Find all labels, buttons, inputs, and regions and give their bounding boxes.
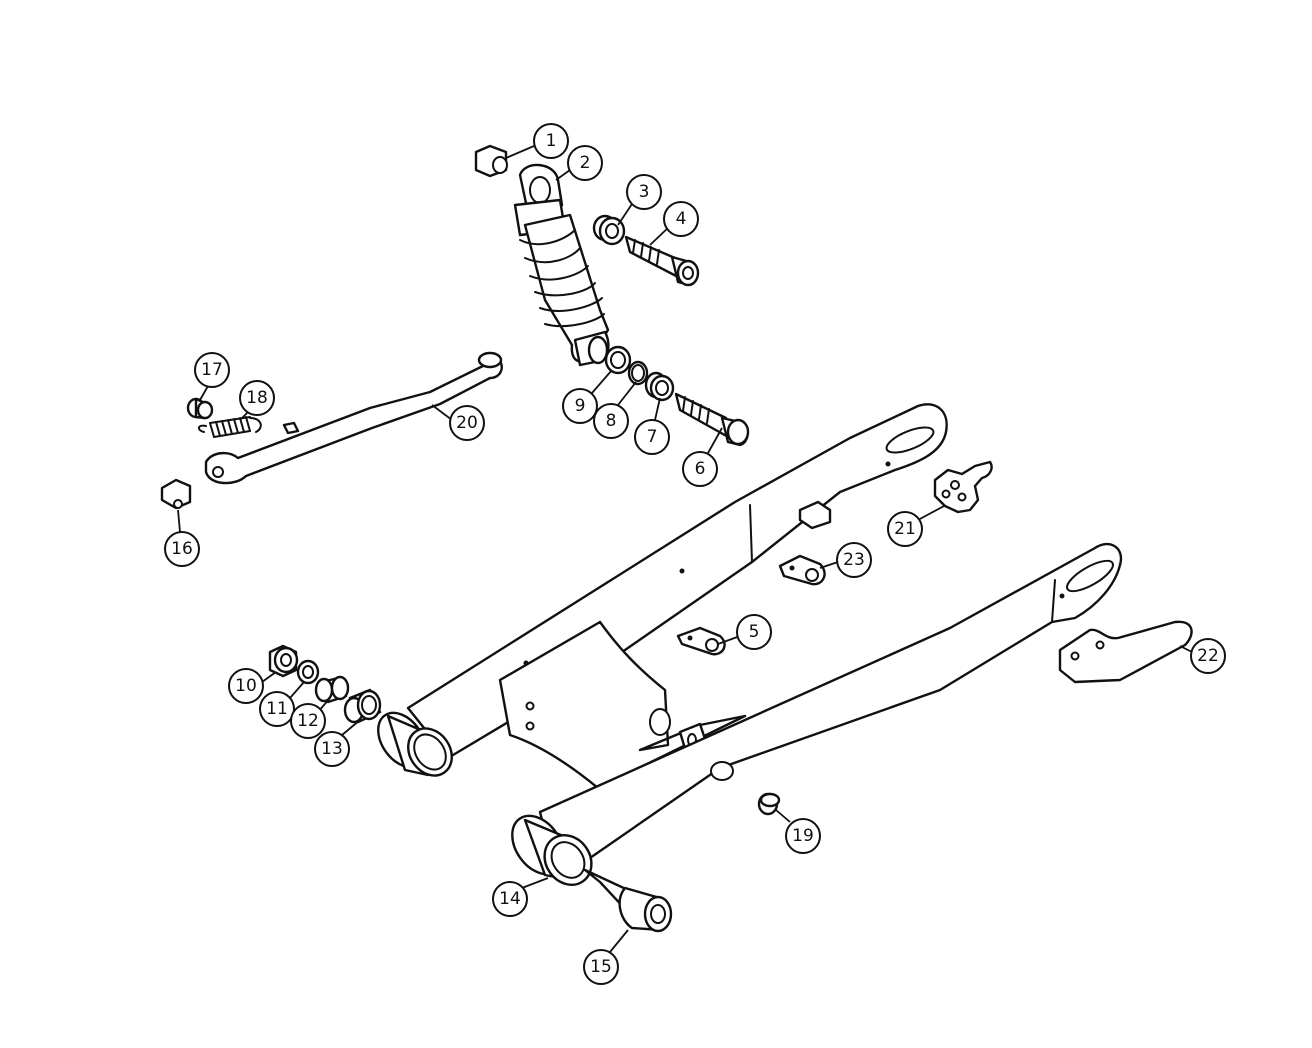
- stand-spring: [198, 416, 262, 438]
- callout-label: 2: [580, 153, 591, 173]
- callout-label: 8: [606, 411, 617, 431]
- callout-2: 2: [567, 145, 603, 181]
- callout-10: 10: [228, 668, 264, 704]
- callout-label: 1: [546, 131, 557, 151]
- callout-11: 11: [259, 691, 295, 727]
- callout-18: 18: [239, 380, 275, 416]
- callout-7: 7: [634, 419, 670, 455]
- pivot-bolt: [583, 868, 673, 933]
- swingarm: [377, 403, 1123, 886]
- callout-16: 16: [164, 531, 200, 567]
- callout-label: 14: [499, 889, 521, 909]
- callout-13: 13: [314, 731, 350, 767]
- side-stand: [204, 351, 503, 485]
- chain-guard-plate: [1058, 620, 1193, 684]
- callout-19: 19: [785, 818, 821, 854]
- chain-adjuster: [933, 460, 993, 514]
- callout-label: 6: [695, 459, 706, 479]
- callout-9: 9: [562, 388, 598, 424]
- callout-12: 12: [290, 703, 326, 739]
- needle-bearing: [343, 688, 382, 724]
- callout-label: 19: [792, 826, 814, 846]
- plug: [757, 792, 781, 816]
- callout-label: 5: [749, 622, 760, 642]
- callout-17: 17: [194, 352, 230, 388]
- callout-label: 7: [647, 427, 658, 447]
- leader-lines: [177, 145, 1193, 953]
- callout-label: 21: [894, 519, 916, 539]
- cable-clip-lower: [676, 626, 726, 656]
- cable-clip-upper: [778, 554, 826, 586]
- bolt-top: [624, 235, 700, 287]
- washer-lower: [644, 371, 675, 402]
- washer-top: [592, 214, 626, 246]
- callout-label: 10: [235, 676, 257, 696]
- callout-label: 4: [676, 209, 687, 229]
- callout-8: 8: [593, 403, 629, 439]
- callout-22: 22: [1190, 638, 1226, 674]
- pivot-nut: [268, 644, 299, 678]
- callout-label: 22: [1197, 646, 1219, 666]
- callout-4: 4: [663, 201, 699, 237]
- stand-bushing: [186, 397, 214, 420]
- callout-label: 11: [266, 699, 288, 719]
- callout-label: 17: [201, 360, 223, 380]
- chain-guide-block: [798, 500, 832, 530]
- nut-top: [474, 144, 508, 178]
- thin-washer: [627, 360, 649, 386]
- callout-3: 3: [626, 174, 662, 210]
- stand-bracket: [160, 478, 192, 510]
- callout-1: 1: [533, 123, 569, 159]
- callout-5: 5: [736, 614, 772, 650]
- callout-20: 20: [449, 405, 485, 441]
- callout-label: 12: [297, 711, 319, 731]
- callout-label: 16: [171, 539, 193, 559]
- callout-label: 9: [575, 396, 586, 416]
- callout-label: 3: [639, 182, 650, 202]
- shock-absorber: [513, 163, 610, 367]
- callout-label: 18: [246, 388, 268, 408]
- pivot-spacer: [314, 675, 350, 704]
- callout-label: 13: [321, 739, 343, 759]
- callout-label: 15: [590, 957, 612, 977]
- callout-14: 14: [492, 881, 528, 917]
- callout-15: 15: [583, 949, 619, 985]
- bushing-shock-lower: [604, 345, 632, 375]
- pivot-washer: [296, 659, 320, 685]
- bolt-shock-lower: [674, 392, 750, 447]
- callout-21: 21: [887, 511, 923, 547]
- callout-label: 20: [456, 413, 478, 433]
- callout-6: 6: [682, 451, 718, 487]
- callout-label: 23: [843, 550, 865, 570]
- stand-pin: [282, 421, 300, 435]
- callout-23: 23: [836, 542, 872, 578]
